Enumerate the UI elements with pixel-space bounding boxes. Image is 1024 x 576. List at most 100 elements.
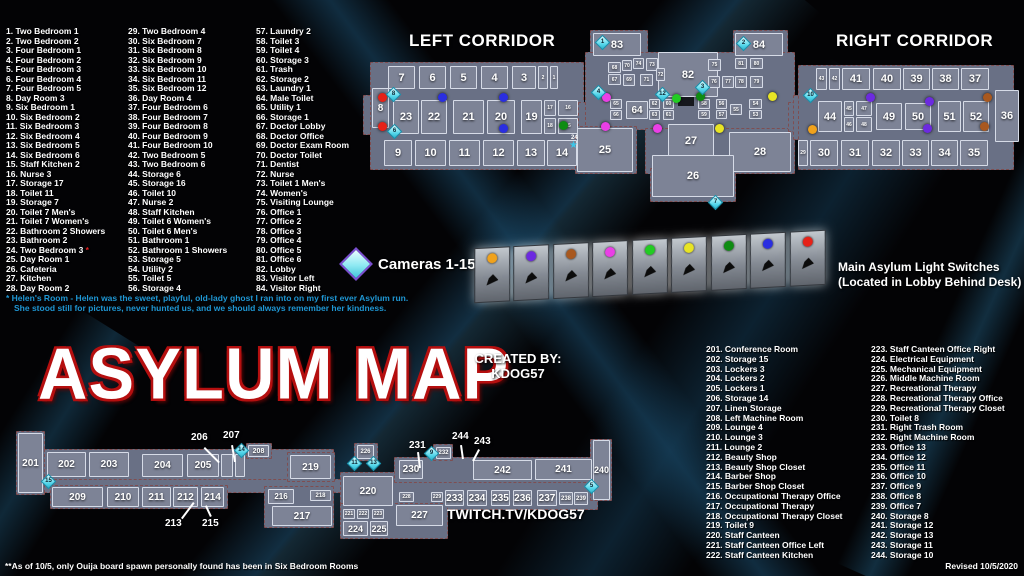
room-list-item: 11. Six Bedroom 3 — [6, 121, 80, 131]
light-switch-plate — [710, 233, 747, 291]
map-room-241: 241 — [535, 459, 592, 480]
room-list-item: 234. Office 12 — [871, 451, 926, 462]
light-switch-plate — [749, 231, 787, 289]
map-room-72: 72 — [656, 68, 665, 81]
room-list-item: 209. Lounge 4 — [706, 422, 763, 433]
room-list-item: 78. Office 3 — [256, 225, 302, 236]
light-switch-zone-dot — [438, 93, 447, 102]
map-room-62: 62 — [649, 99, 660, 109]
light-switch-plate — [789, 229, 826, 287]
room-list-item: 208. Left Machine Room — [706, 412, 804, 423]
map-room-33: 33 — [902, 140, 929, 166]
light-switch-zone-dot — [601, 122, 610, 131]
room-list-item: 223. Staff Canteen Office Right — [871, 344, 996, 354]
map-room-222: 222 — [357, 509, 369, 519]
room-list-item: 42. Two Bedroom 5 — [128, 149, 206, 160]
map-callout-label: 243 — [474, 436, 491, 447]
map-room-6: 6 — [419, 66, 446, 89]
map-room-81: 81 — [735, 58, 747, 69]
map-room-203: 203 — [89, 452, 129, 477]
light-switches-label: Main Asylum Light Switches (Located in L… — [838, 260, 1021, 289]
map-room-217: 217 — [272, 506, 332, 526]
switch-color-dot — [566, 248, 577, 260]
map-room-11: 11 — [449, 140, 480, 166]
map-room-32: 32 — [872, 140, 900, 166]
room-list-item: 53. Storage 5 — [128, 254, 181, 264]
light-switch-panel-image — [473, 229, 827, 304]
room-list-item: 35. Six Bedroom 12 — [128, 83, 207, 93]
room-list-item: 50. Toilet 6 Men's — [128, 225, 198, 236]
room-list-item: 46. Toilet 10 — [128, 187, 177, 198]
room-list-item: 214. Barber Shop — [706, 471, 776, 482]
room-list-item: 30. Six Bedroom 7 — [128, 35, 202, 46]
map-room-214: 214 — [201, 487, 224, 507]
map-room-223: 223 — [372, 509, 384, 519]
light-switch-zone-dot — [499, 93, 508, 102]
room-list-item: 3. Four Bedroom 1 — [6, 45, 82, 55]
switch-lever-icon — [683, 264, 695, 276]
map-room-53: 53 — [749, 110, 762, 119]
room-list-item: 5. Four Bedroom 3 — [6, 64, 82, 74]
room-list-item: 24. Two Bedroom 3 * — [6, 244, 89, 255]
map-room-18: 18 — [544, 118, 556, 134]
map-room-220: 220 — [343, 476, 393, 506]
switch-lever-icon — [605, 268, 617, 280]
room-list-item: 215. Barber Shop Closet — [706, 481, 805, 492]
room-list-item: 211. Lounge 2 — [706, 441, 763, 452]
light-switch-plate — [553, 242, 590, 300]
map-room-37: 37 — [961, 68, 989, 90]
cameras-legend-label: Cameras 1-15 — [378, 256, 476, 273]
map-room-21: 21 — [453, 100, 484, 134]
room-list-item: 32. Six Bedroom 9 — [128, 54, 202, 65]
map-room-36: 36 — [995, 90, 1019, 142]
left-corridor-title: LEFT CORRIDOR — [409, 31, 556, 50]
map-room-75: 75 — [708, 59, 721, 71]
map-room-229: 229 — [431, 492, 443, 502]
map-room-12: 12 — [483, 140, 514, 166]
room-list-item: 83. Visitor Left — [256, 273, 315, 283]
map-room-211: 211 — [142, 487, 171, 507]
light-switches-label-line2: (Located in Lobby Behind Desk) — [838, 274, 1022, 289]
room-list-item: 222. Staff Canteen Kitchen — [706, 549, 814, 560]
room-list-item: 242. Storage 13 — [871, 530, 934, 541]
map-room-228: 228 — [399, 492, 414, 502]
map-room-56: 56 — [716, 99, 727, 109]
room-list-item: 34. Six Bedroom 11 — [128, 73, 206, 84]
room-list-item: 37. Four Bedroom 6 — [128, 102, 208, 112]
room-list-item: 226. Middle Machine Room — [871, 373, 980, 384]
room-list-item: 56. Storage 4 — [128, 282, 181, 293]
map-room-64: 64 — [626, 101, 648, 119]
room-list-item: 81. Office 6 — [256, 254, 302, 264]
map-room-46: 46 — [844, 117, 854, 132]
map-room-48: 48 — [856, 117, 872, 132]
map-room-22: 22 — [421, 100, 447, 134]
map-callout-label: 231 — [409, 440, 426, 451]
light-switch-zone-dot — [602, 93, 611, 102]
light-switch-zone-dot — [378, 122, 387, 131]
room-list-item: 205. Lockers 1 — [706, 383, 765, 394]
map-room-27: 27 — [668, 124, 714, 157]
room-list-item: 240. Storage 8 — [871, 510, 929, 521]
room-list-item: 232. Right Machine Room — [871, 432, 975, 443]
room-list-item: 26. Cafeteria — [6, 263, 57, 274]
map-room-221: 221 — [343, 509, 355, 519]
helens-room-note: * Helen's Room - Helen was the sweet, pl… — [6, 293, 408, 313]
room-list-item: 241. Storage 12 — [871, 520, 934, 531]
room-list-item: 69. Doctor Exam Room — [256, 140, 350, 150]
room-list-item: 76. Office 1 — [256, 206, 302, 217]
map-room-239: 239 — [574, 492, 588, 505]
map-callout-label: 244 — [452, 431, 469, 442]
twitch-channel-link: TWITCH.TV/KDOG57 — [447, 506, 585, 522]
room-list-item: 65. Utility 1 — [256, 102, 301, 112]
map-room-7: 7 — [388, 66, 415, 89]
map-room-74: 74 — [633, 58, 644, 69]
map-room-67: 67 — [608, 74, 621, 85]
room-list-item: 8. Day Room 3 — [6, 92, 65, 103]
map-room-210: 210 — [107, 487, 139, 507]
room-list-item: 27. Kitchen — [6, 273, 52, 283]
ouija-star-icon: ★ — [569, 140, 578, 151]
light-switch-zone-dot — [715, 124, 724, 133]
map-room-10: 10 — [415, 140, 446, 166]
room-list-item: 244. Storage 10 — [871, 549, 934, 560]
light-switch-plate — [474, 246, 511, 304]
